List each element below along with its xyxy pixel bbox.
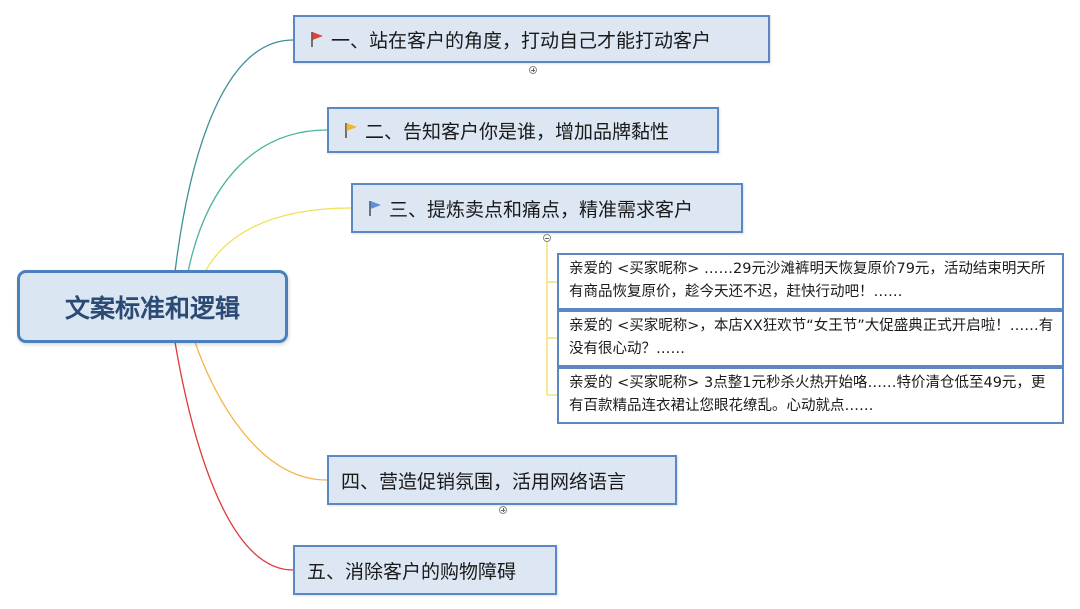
connector-branch-2 [187,129,328,273]
expand-toggle-icon[interactable] [499,506,507,514]
branch-topic-1[interactable]: 一、站在客户的角度，打动自己才能打动客户 [293,15,770,63]
yellow-flag-icon [341,120,361,140]
branch-topic-2[interactable]: 二、告知客户你是谁，增加品牌黏性 [327,107,719,153]
subtopic-1[interactable]: 亲爱的 <买家昵称> ……29元沙滩裤明天恢复原价79元，活动结束明天所有商品恢… [557,253,1064,310]
connector-branch-3 [204,207,352,273]
branch-topic-3-label: 三、提炼卖点和痛点，精准需求客户 [389,198,694,221]
connector-sub-bracket [546,237,557,396]
expand-toggle-icon[interactable] [529,66,537,74]
subtopic-1-text: 亲爱的 <买家昵称> ……29元沙滩裤明天恢复原价79元，活动结束明天所有商品恢… [569,261,1046,300]
subtopic-3-text: 亲爱的 <买家昵称> 3点整1元秒杀火热开始咯……特价清仓低至49元，更有百款精… [569,375,1046,414]
branch-topic-5[interactable]: 五、消除客户的购物障碍 [293,545,557,595]
connector-branch-1 [174,39,294,273]
branch-topic-5-label: 五、消除客户的购物障碍 [307,560,517,583]
branch-topic-3[interactable]: 三、提炼卖点和痛点，精准需求客户 [351,183,743,233]
connector-branch-5 [174,341,294,571]
subtopic-2-text: 亲爱的 <买家昵称>，本店XX狂欢节“女王节”大促盛典正式开启啦！……有没有很心… [569,318,1054,357]
central-topic-label: 文案标准和逻辑 [64,293,240,323]
branch-topic-4-label: 四、营造促销氛围，活用网络语言 [341,470,627,493]
red-flag-icon [307,29,327,49]
branch-topic-4[interactable]: 四、营造促销氛围，活用网络语言 [327,455,677,505]
collapse-toggle-icon[interactable] [543,234,551,242]
blue-flag-icon [365,198,385,218]
branch-topic-2-label: 二、告知客户你是谁，增加品牌黏性 [365,120,670,143]
branch-topic-1-label: 一、站在客户的角度，打动自己才能打动客户 [331,29,712,52]
connector-branch-4 [194,341,328,481]
central-topic[interactable]: 文案标准和逻辑 [17,270,288,343]
subtopic-2[interactable]: 亲爱的 <买家昵称>，本店XX狂欢节“女王节”大促盛典正式开启啦！……有没有很心… [557,310,1064,367]
subtopic-3[interactable]: 亲爱的 <买家昵称> 3点整1元秒杀火热开始咯……特价清仓低至49元，更有百款精… [557,367,1064,424]
